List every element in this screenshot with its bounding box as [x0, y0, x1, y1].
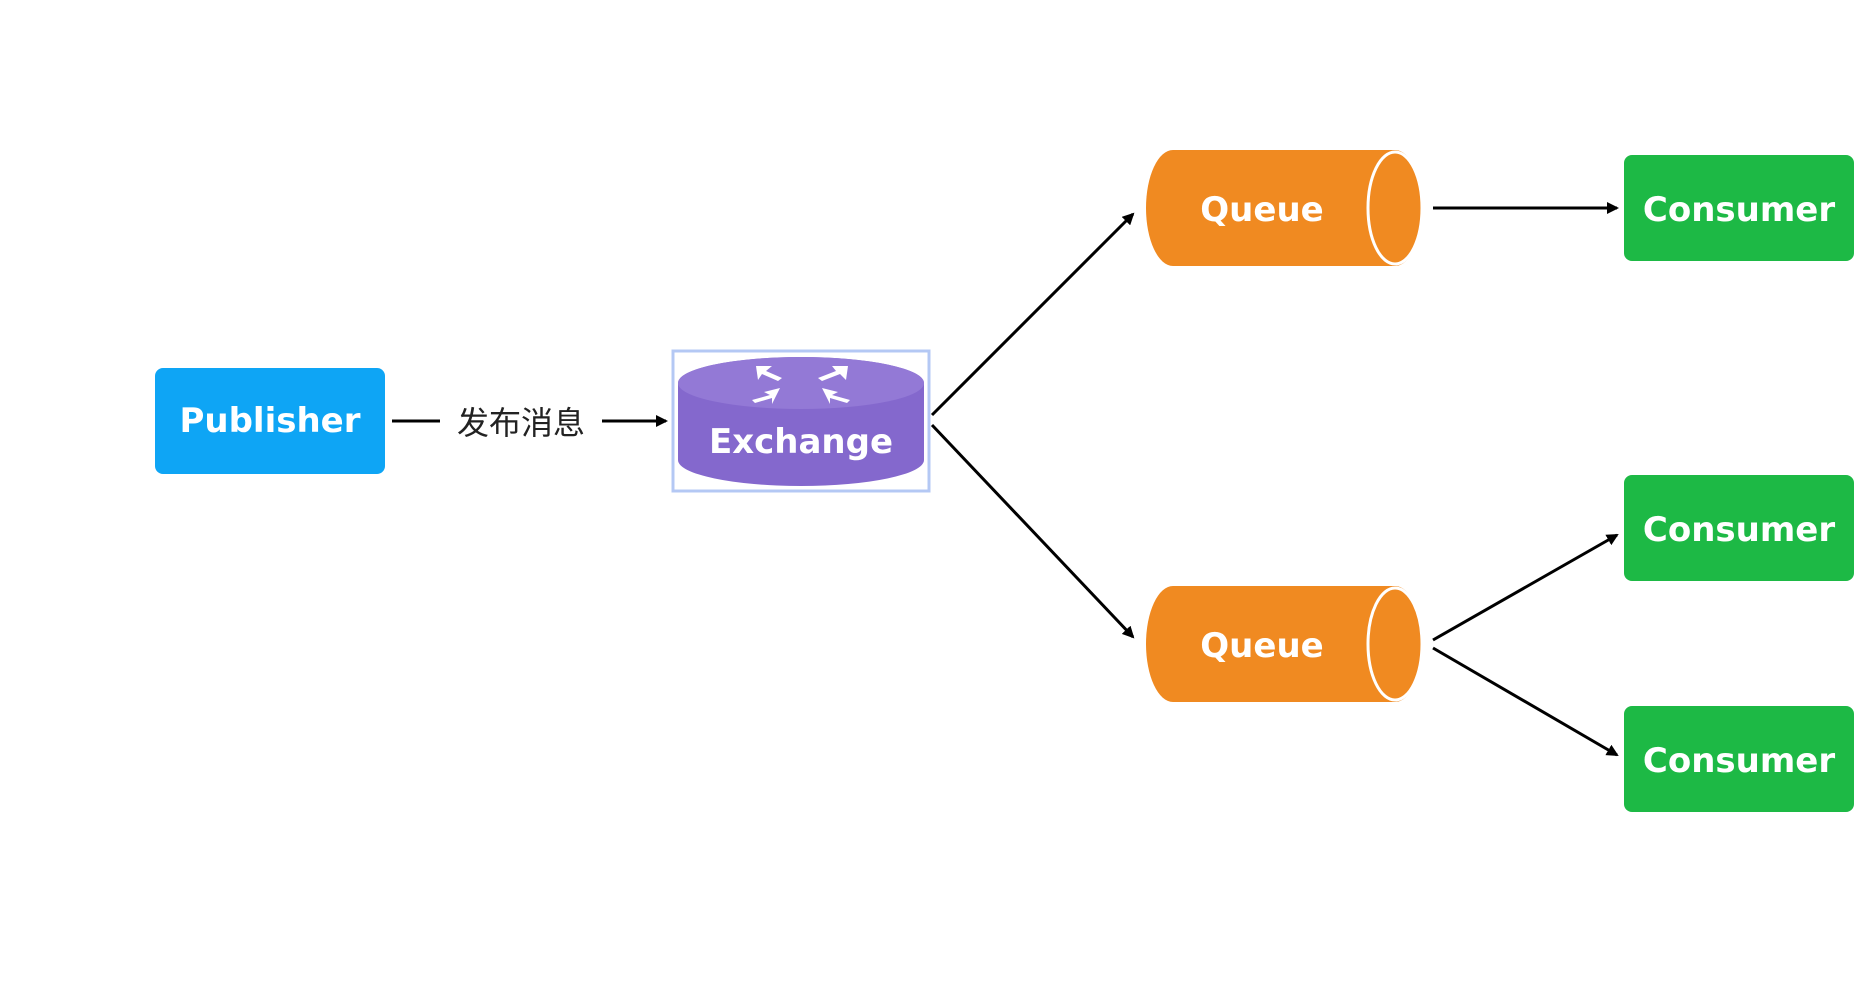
publisher-node[interactable]: Publisher	[155, 368, 385, 474]
consumer-3-label: Consumer	[1643, 741, 1835, 781]
consumer-2-label: Consumer	[1643, 510, 1835, 550]
edge-exchange-queue-2	[930, 423, 1135, 639]
queue-2-end-cap	[1366, 586, 1424, 702]
consumer-node-2[interactable]: Consumer	[1624, 475, 1854, 581]
publish-edge: 发布消息	[392, 404, 668, 442]
exchange-label: Exchange	[709, 422, 893, 462]
consumer-1-label: Consumer	[1643, 190, 1835, 230]
queue-node-1[interactable]: Queue	[1146, 150, 1424, 266]
exchange-selection-frame	[671, 349, 931, 493]
consumer-1-box	[1624, 155, 1854, 261]
queue-1-label: Queue	[1200, 190, 1323, 230]
queue-node-2[interactable]: Queue	[1146, 586, 1424, 702]
publisher-box	[155, 368, 385, 474]
edge-queue-2-consumer-2	[1432, 533, 1619, 642]
consumer-3-box	[1624, 706, 1854, 812]
publisher-label: Publisher	[179, 401, 360, 441]
queue-1-end-cap	[1366, 150, 1424, 266]
queue-1-body	[1146, 150, 1422, 266]
publish-edge-label: 发布消息	[457, 404, 585, 442]
queue-2-label: Queue	[1200, 626, 1323, 666]
consumer-2-box	[1624, 475, 1854, 581]
queue-2-body	[1146, 586, 1422, 702]
exchange-node[interactable]: Exchange	[671, 349, 931, 493]
edge-exchange-queue-1	[930, 212, 1135, 417]
exchange-cylinder-top	[678, 357, 924, 409]
router-icon	[752, 366, 850, 404]
consumer-node-1[interactable]: Consumer	[1624, 155, 1854, 261]
consumer-node-3[interactable]: Consumer	[1624, 706, 1854, 812]
edge-queue-2-consumer-3	[1432, 646, 1619, 757]
